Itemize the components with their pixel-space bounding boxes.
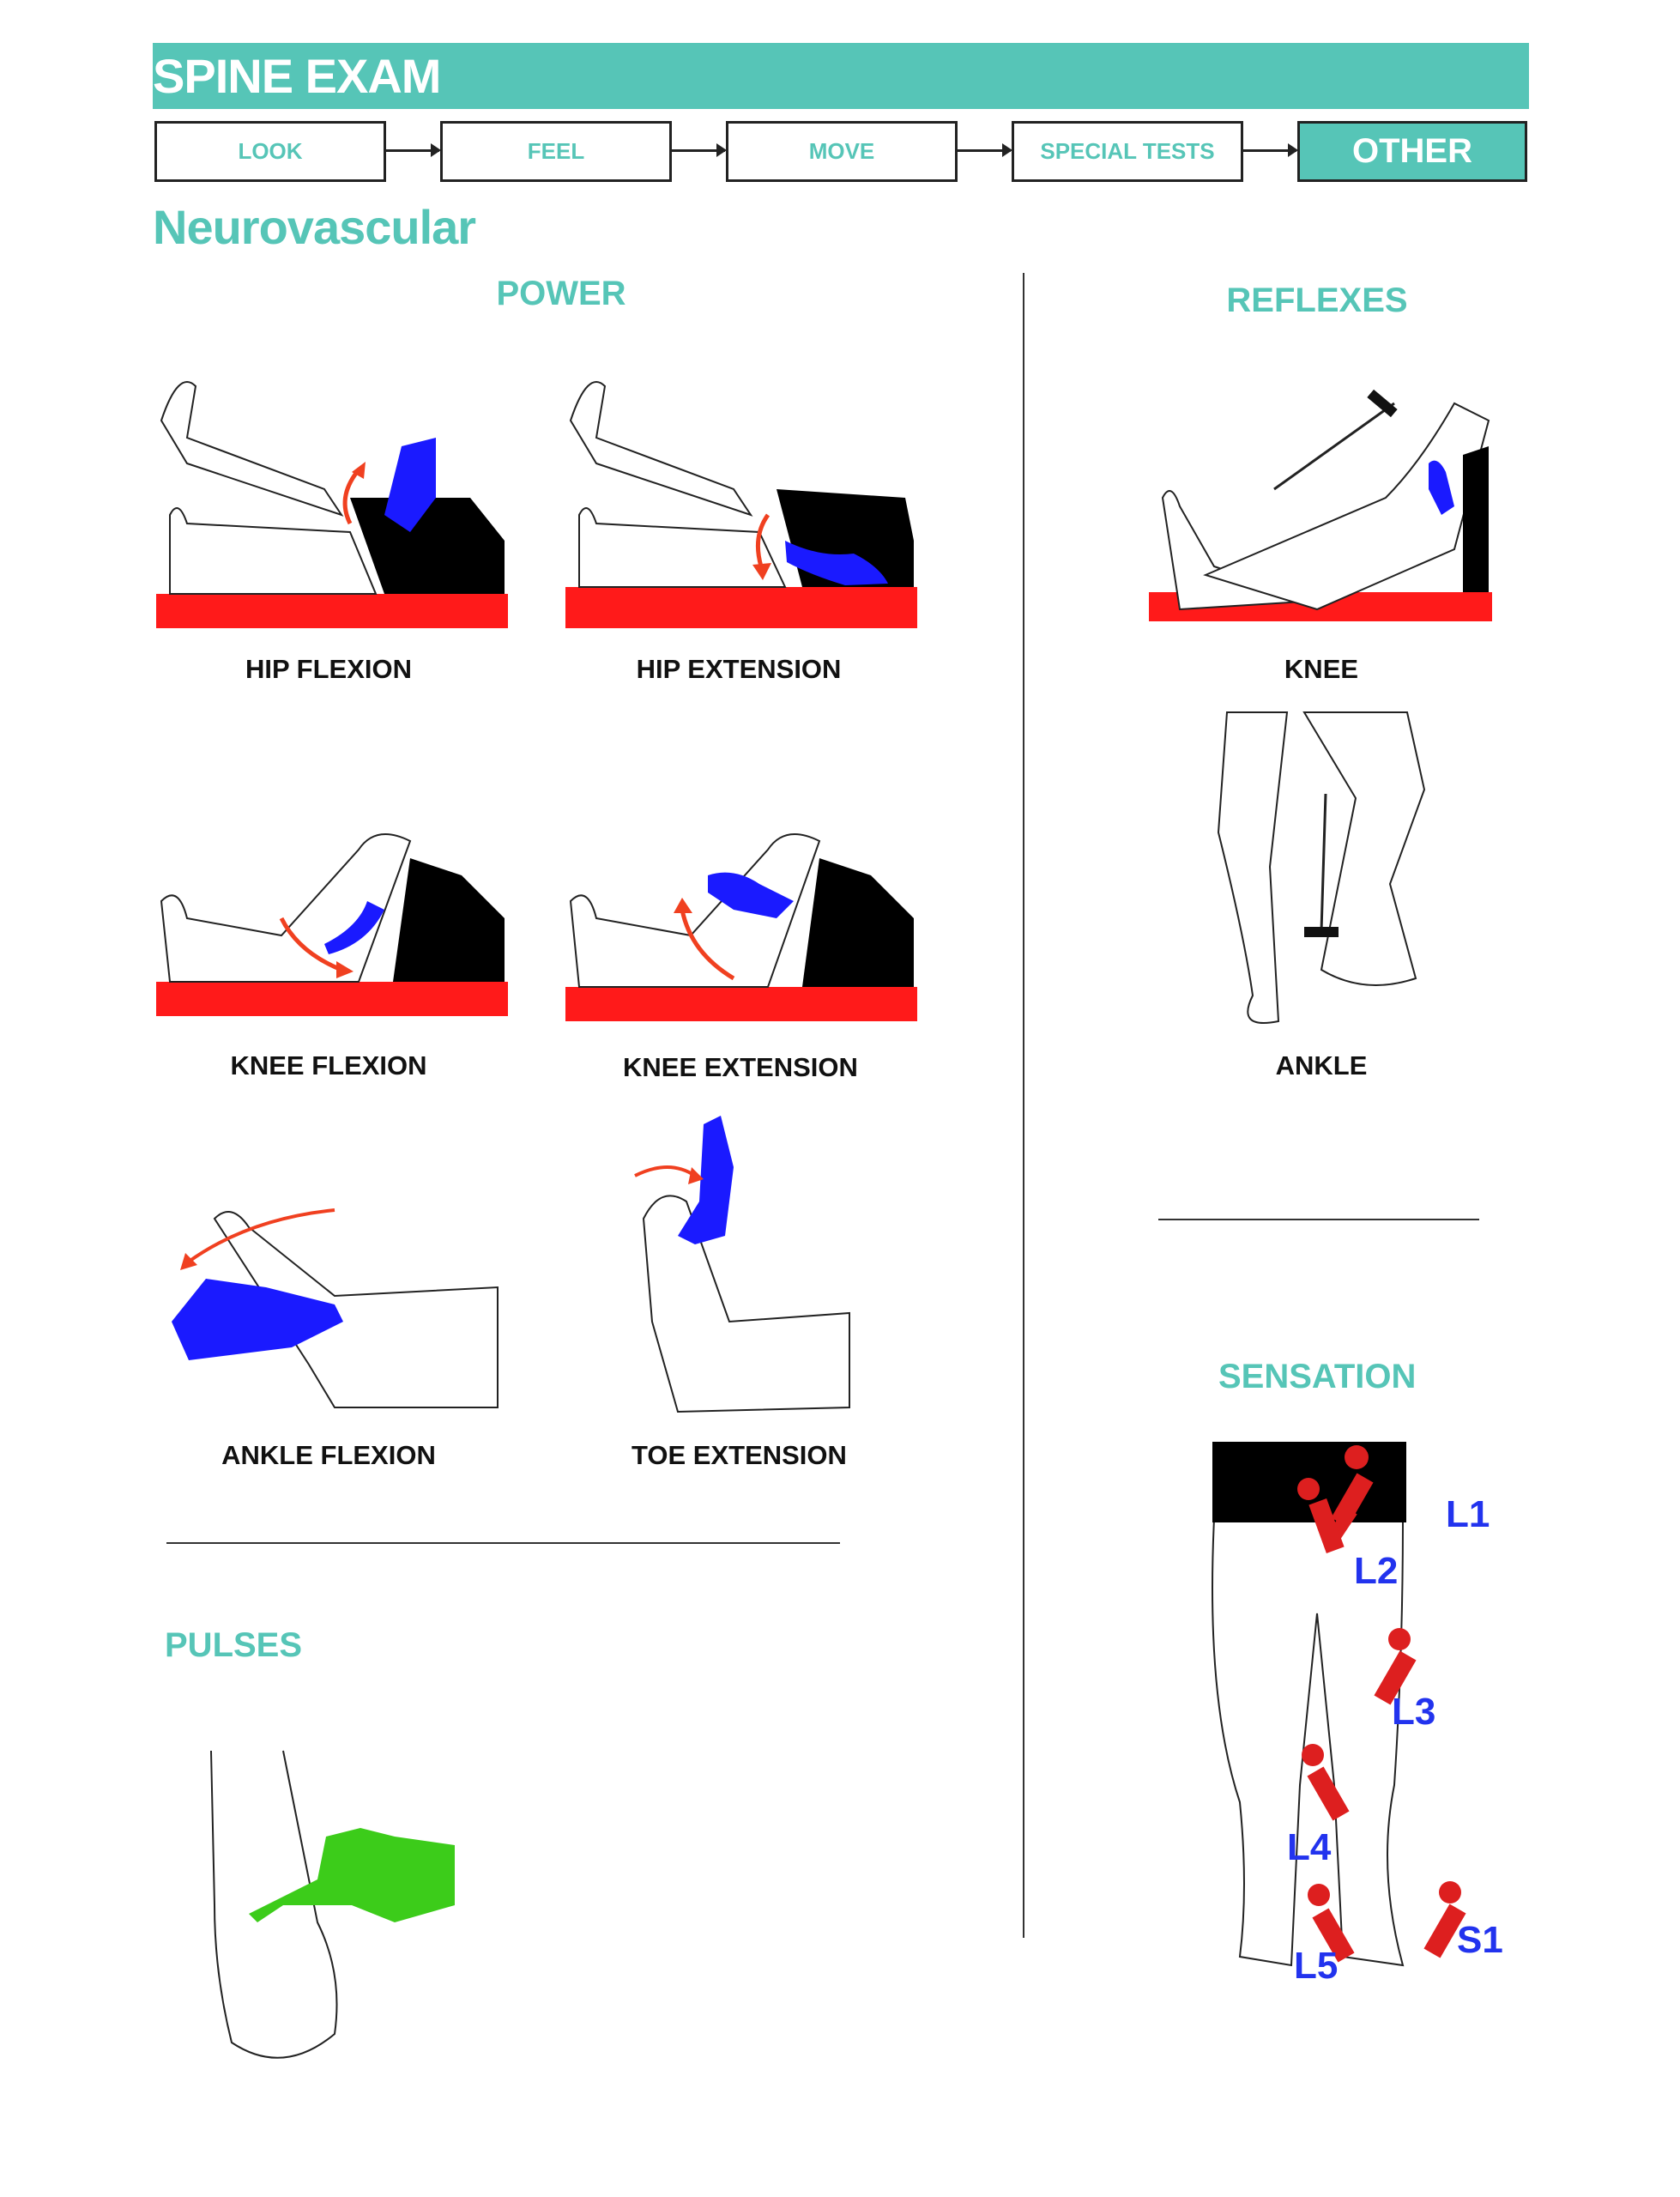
header-banner: SPINE EXAM [153, 43, 1529, 109]
knee-reflex-illustration [1149, 389, 1492, 621]
nav-step-look[interactable]: LOOK [154, 121, 386, 182]
dermatome-label-l5: L5 [1294, 1945, 1339, 1987]
nav-step-special-tests[interactable]: SPECIAL TESTS [1012, 121, 1243, 182]
caption-ankle-flexion: ANKLE FLEXION [221, 1440, 436, 1470]
pin-icon [1308, 1884, 1355, 1963]
pulses-title: PULSES [165, 1626, 303, 1664]
caption-ankle-reflex: ANKLE [1275, 1050, 1368, 1080]
nav-arrow [386, 143, 441, 157]
nav-arrow [672, 143, 727, 157]
knee-extension-illustration [565, 833, 917, 1021]
pin-icon [1297, 1478, 1345, 1553]
caption-toe-extension: TOE EXTENSION [632, 1440, 847, 1470]
caption-knee-extension: KNEE EXTENSION [623, 1052, 858, 1082]
nav-step-other[interactable]: OTHER [1297, 121, 1527, 182]
caption-knee-flexion: KNEE FLEXION [230, 1050, 427, 1080]
ankle-flexion-illustration [172, 1208, 499, 1408]
hip-extension-illustration [565, 381, 917, 628]
power-divider [166, 1542, 840, 1544]
power-title: POWER [496, 275, 626, 312]
dermatome-label-l3: L3 [1392, 1691, 1436, 1733]
knee-flexion-illustration [156, 833, 508, 1016]
sensation-title: SENSATION [1218, 1358, 1417, 1395]
page-title: SPINE EXAM [153, 49, 441, 103]
column-divider [1023, 273, 1024, 1938]
nav-arrow [958, 143, 1012, 157]
pin-icon [1302, 1744, 1350, 1821]
sensation-illustration [1212, 1442, 1466, 1967]
hip-flexion-illustration [156, 381, 508, 628]
pin-icon [1423, 1881, 1466, 1958]
toe-extension-illustration [634, 1116, 850, 1413]
ankle-reflex-illustration [1217, 711, 1426, 1024]
nav-step-feel[interactable]: FEEL [440, 121, 672, 182]
nav-arrow [1243, 143, 1298, 157]
dermatome-label-l2: L2 [1354, 1550, 1399, 1592]
caption-hip-flexion: HIP FLEXION [245, 654, 413, 684]
reflexes-title: REFLEXES [1226, 281, 1408, 319]
reflexes-divider [1158, 1219, 1479, 1220]
dermatome-label-l4: L4 [1287, 1826, 1332, 1868]
dermatome-label-s1: S1 [1457, 1919, 1503, 1961]
section-title: Neurovascular [153, 200, 476, 254]
dermatome-label-l1: L1 [1446, 1493, 1490, 1535]
caption-hip-extension: HIP EXTENSION [636, 654, 842, 684]
caption-knee-reflex: KNEE [1284, 654, 1359, 684]
pulses-illustration [210, 1750, 455, 2059]
pin-icon [1374, 1628, 1417, 1705]
nav-step-move[interactable]: MOVE [726, 121, 958, 182]
